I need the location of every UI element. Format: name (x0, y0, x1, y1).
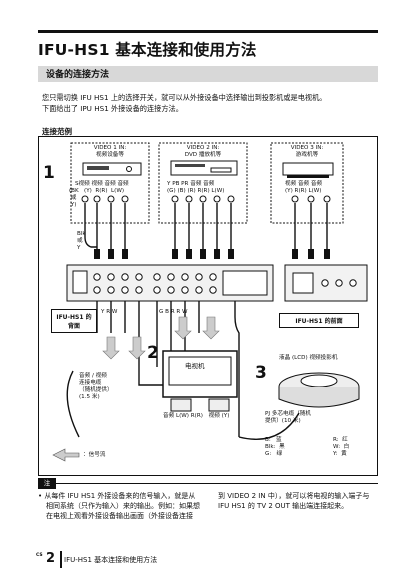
example-label: 连接范例 (42, 127, 72, 136)
connection-diagram: VIDEO 1 IN: 视频设备等 VIDEO 2 IN: DVD 播放机等 V… (38, 136, 378, 476)
video1-group-box (70, 142, 150, 224)
signal-flow-label: ：信号流 (83, 452, 106, 458)
video2-connector-sub: (G) (B) (R) R(R) L(W) (167, 188, 225, 194)
rear-panel-label: IFU-HS1 的背面 (51, 309, 97, 333)
note-divider (56, 483, 378, 484)
video1-label: VIDEO 1 IN: 视频设备等 (93, 145, 127, 158)
pj-cable-label: PJ 多芯电缆（随机 提供）(10 米) (265, 411, 311, 424)
step-3-number: 3 (255, 363, 267, 383)
video1-connector-labels: S视频 视频 音频 音频 (75, 181, 129, 187)
blk-y-label: Blk 或 Y (77, 231, 86, 251)
projector-label: 液晶 (LCD) 视频投影机 (279, 355, 338, 361)
av-cable-label: 音频 / 视频 连接电缆 （随机提供） (1.5 米) (79, 373, 113, 400)
note-tag: 注 (38, 478, 56, 489)
tv-video-label: 视频 (Y) (208, 413, 230, 419)
page-title: IFU-HS1 基本连接和使用方法 (38, 30, 378, 60)
footer-divider (60, 551, 62, 568)
note-column-left: • 从每件 IFU HS1 外接设备来的信号输入，就是从相同系统（只作为输入）来… (38, 491, 200, 521)
step-1-number: 1 (43, 163, 55, 183)
tv-label: 电视机 (185, 362, 205, 370)
game-console-icon (282, 162, 334, 176)
diagram-drawing (52, 142, 368, 462)
video3-connector-labels: 视频 音频 音频 (285, 181, 323, 187)
intro-text: 您只需切换 IFU HS1 上的选择开关，就可以从外接设备中选择输出到投影机或是… (42, 93, 372, 114)
section-title: 设备的连接方法 (46, 70, 110, 80)
color-key-right: R: 红 W: 白 Y: 黄 (333, 437, 350, 457)
page-language-tag: CS (36, 553, 43, 558)
video3-group-box (270, 142, 344, 224)
rear-cable-labels-2: G B R R W (159, 309, 188, 315)
video3-label: VIDEO 3 IN: 游戏机等 (290, 145, 324, 158)
step-2-number: 2 (147, 343, 159, 363)
video3-connector-sub: (Y) R(R) L(W) (285, 188, 322, 194)
video1-connector-sub: (BK (Y) R(R) L(W) 或 Y) (69, 188, 125, 208)
signal-flow-arrow-icon (52, 448, 80, 462)
note-text-left: • 从每件 IFU HS1 外接设备来的信号输入，就是从相同系统（只作为输入）来… (38, 492, 200, 520)
video2-label: VIDEO 2 IN: DVD 播放机等 (184, 145, 222, 158)
video2-connector-labels: Y PB PR 音频 音频 (167, 181, 215, 187)
footer-title: IFU-HS1 基本连接和使用方法 (64, 556, 158, 564)
note-column-right: 到 VIDEO 2 IN 中），就可以将电视的输入端子与 IFU HS1 的 T… (218, 492, 370, 510)
color-key-left: B: 蓝 Blk: 黑 G: 绿 (265, 437, 285, 457)
intro-line-1: 您只需切换 IFU HS1 上的选择开关，就可以从外接设备中选择输出到投影机或是… (42, 93, 327, 102)
page-number: 2 (46, 551, 56, 566)
section-bar (38, 66, 378, 82)
front-panel-label: IFU-HS1 的前面 (279, 313, 359, 328)
tv-audio-labels: 音频 L(W) R(R) (163, 413, 203, 419)
rear-cable-labels-1: Y R W (101, 309, 118, 315)
intro-line-2: 下面给出了 IPU HS1 外接设备的连接方法。 (42, 103, 183, 113)
